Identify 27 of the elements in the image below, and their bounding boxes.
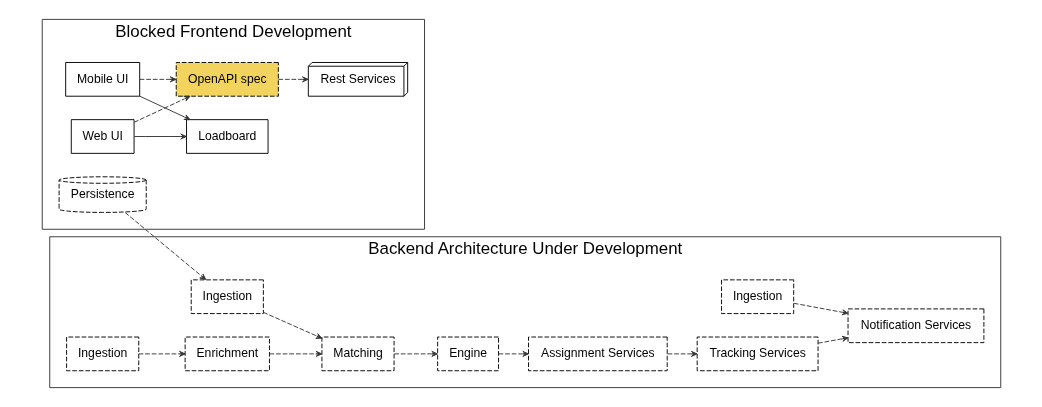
node-box: Matching [320,336,395,372]
arrow [124,212,206,281]
arrow [277,76,309,83]
arrow [133,95,190,123]
arrow [138,76,176,83]
arrow [268,350,322,357]
arrow [497,350,529,357]
arrow [393,350,438,357]
node-box: Mobile UI [64,62,140,97]
node-box: Web UI [70,119,135,154]
node-box: OpenAPI spec [175,62,279,97]
node-box: Tracking Services [696,336,818,372]
arrow [137,350,186,357]
arrow [793,302,848,316]
node-box: Engine [436,336,499,372]
node-box: Loadboard [185,119,269,154]
arrow [262,311,322,339]
arrow [666,350,697,357]
node-box: Enrichment [184,336,270,372]
arrow [138,95,190,121]
arrow [817,335,848,344]
node-box: Ingestion [720,279,794,315]
node-box: Assignment Services [527,336,668,372]
node-box: Ingestion [190,279,264,315]
node-box: Notification Services [847,308,984,344]
arrow [133,133,187,140]
node-box: Ingestion [65,336,139,372]
